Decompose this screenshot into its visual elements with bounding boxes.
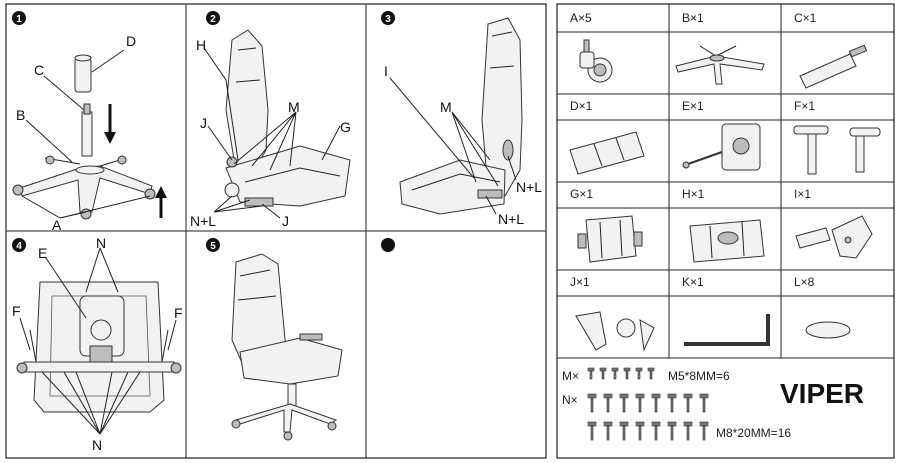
step-1-illustration xyxy=(12,49,167,220)
screw-n-label: N× xyxy=(562,393,578,407)
part-label-h: H×1 xyxy=(682,187,705,201)
step-5-illustration xyxy=(231,253,343,441)
step-2-label-j2: J xyxy=(282,213,289,229)
step-2-badge: 2 xyxy=(206,11,220,25)
step-4-label-n: N xyxy=(96,235,106,251)
svg-text:2: 2 xyxy=(210,14,216,25)
step-2-label-nl: N+L xyxy=(190,213,216,229)
caster-icon xyxy=(579,39,613,83)
step-4-label-f2: F xyxy=(174,305,183,321)
part-label-d: D×1 xyxy=(570,99,593,113)
step-2-label-j: J xyxy=(200,115,207,131)
step-1-label-a: A xyxy=(52,217,62,233)
screw-m-row xyxy=(587,367,655,380)
step-3-label-i: I xyxy=(384,63,388,79)
star-base-icon xyxy=(675,45,765,85)
part-label-e: E×1 xyxy=(682,99,704,113)
svg-text:1: 1 xyxy=(16,14,22,25)
lever-bracket-icon xyxy=(575,311,655,352)
part-label-l: L×8 xyxy=(794,275,815,289)
svg-text:4: 4 xyxy=(16,241,22,252)
screw-n-row xyxy=(587,393,709,441)
part-label-a: A×5 xyxy=(570,11,592,25)
step-2-label-g: G xyxy=(340,119,351,135)
step-1-label-b: B xyxy=(16,107,25,123)
step-2-label-h: H xyxy=(196,37,206,53)
part-label-i: I×1 xyxy=(794,187,811,201)
step-3-badge: 3 xyxy=(381,11,395,25)
part-label-g: G×1 xyxy=(570,187,593,201)
step-3-label-nl: N+L xyxy=(516,179,542,195)
screw-m-spec: M5*8MM=6 xyxy=(668,369,730,383)
armrest-icon xyxy=(793,125,881,175)
screw-m-label: M× xyxy=(562,369,579,383)
step-4-badge: 4 xyxy=(12,238,26,252)
brand-logo-text: VIPER xyxy=(780,378,864,409)
hex-key-icon xyxy=(684,314,770,346)
step-2-illustration xyxy=(203,29,351,219)
svg-text:3: 3 xyxy=(385,14,391,25)
tilt-mechanism-icon xyxy=(682,123,761,171)
step-1-label-c: C xyxy=(34,62,44,78)
svg-text:5: 5 xyxy=(210,241,216,252)
part-label-j: J×1 xyxy=(570,275,590,289)
step-3-label-m: M xyxy=(440,99,452,115)
step-4-label-e: E xyxy=(38,245,47,261)
step-1-badge: 1 xyxy=(12,11,26,25)
part-label-b: B×1 xyxy=(682,11,704,25)
side-bracket-icon xyxy=(795,215,873,259)
part-label-c: C×1 xyxy=(794,11,817,25)
seat-icon xyxy=(577,215,643,263)
part-label-k: K×1 xyxy=(682,275,704,289)
screw-n-spec: M8*20MM=16 xyxy=(716,426,791,440)
step-4-illustration xyxy=(16,247,182,435)
step-4-label-f: F xyxy=(12,303,21,319)
step-5-badge: 5 xyxy=(206,238,220,252)
cover-icon xyxy=(569,131,645,175)
parts-frame xyxy=(556,3,895,459)
step-4-label-n2: N xyxy=(92,437,102,453)
backrest-icon xyxy=(689,219,765,263)
ring-washer-icon xyxy=(805,321,851,339)
step-6-badge xyxy=(381,238,395,252)
step-1-label-d: D xyxy=(126,33,136,49)
step-3-label-nl2: N+L xyxy=(498,211,524,227)
gas-lift-icon xyxy=(799,44,868,89)
step-3-illustration xyxy=(389,17,523,215)
part-label-f: F×1 xyxy=(794,99,815,113)
step-2-label-m: M xyxy=(288,99,300,115)
